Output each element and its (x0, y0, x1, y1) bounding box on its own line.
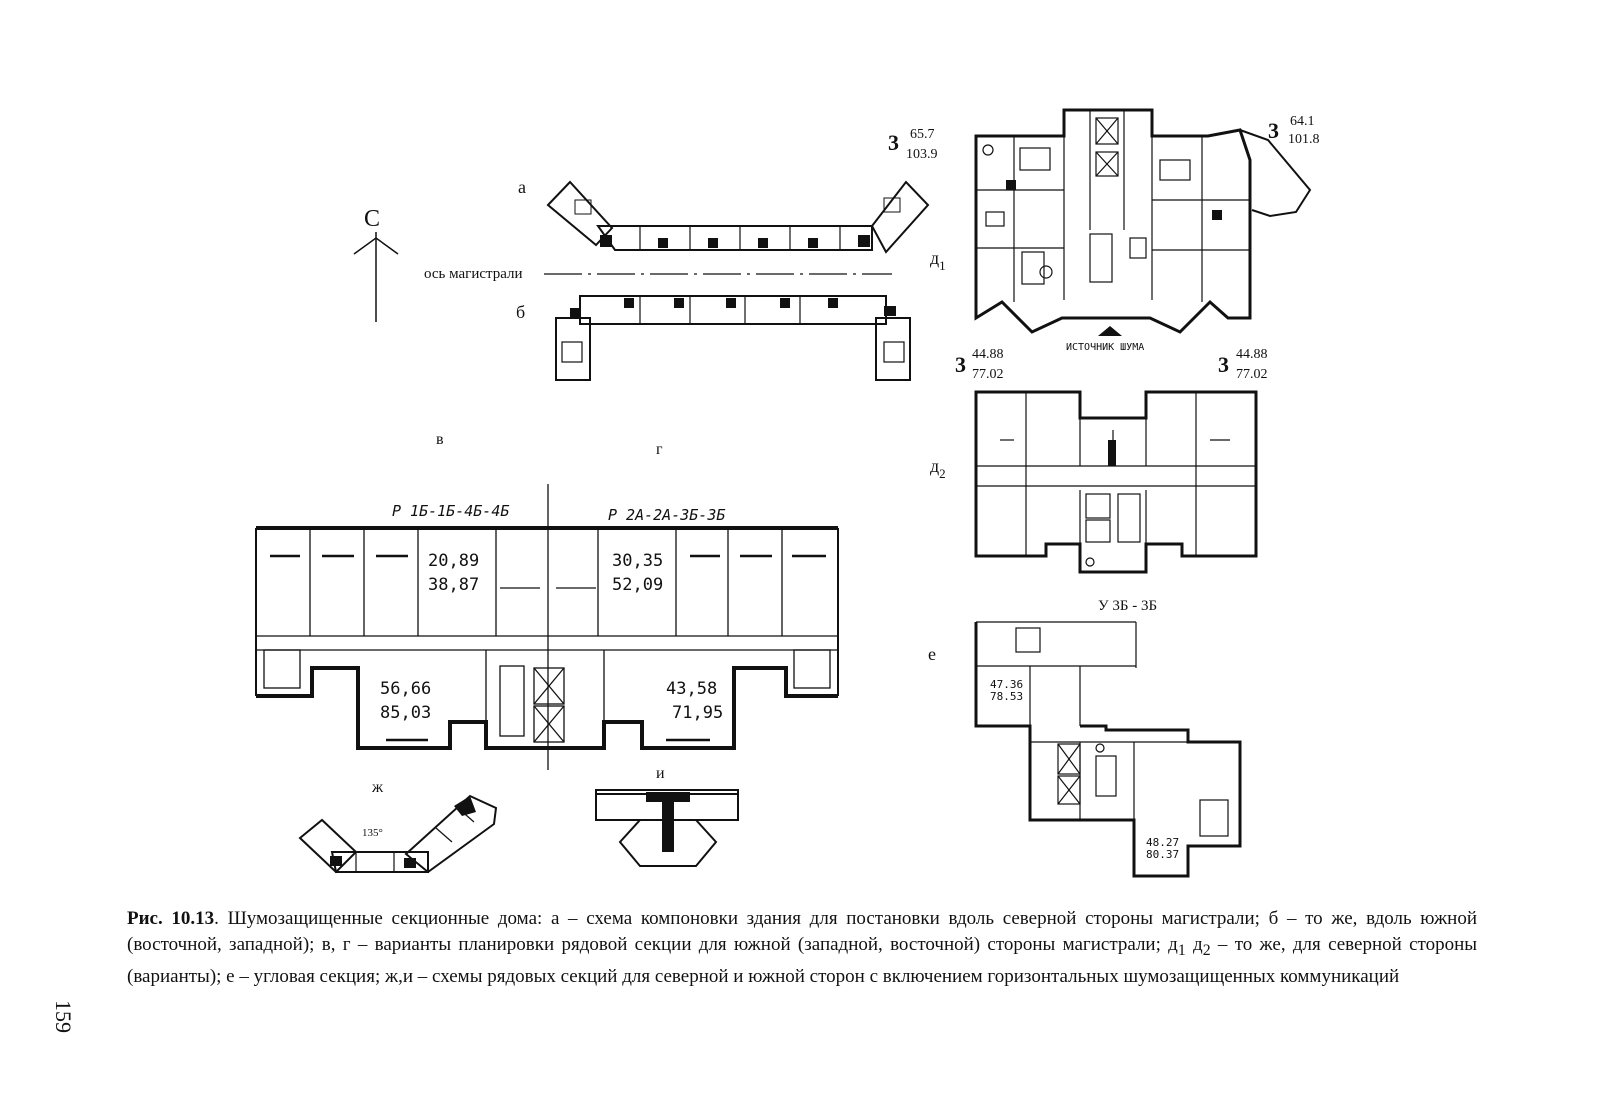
panel-d1-plan (974, 108, 1312, 334)
caption-text2: – то же, для северной стороны (варианты)… (127, 934, 1477, 987)
d2-left-total: 77.02 (972, 367, 1004, 382)
caption-sub1: 1 (1177, 941, 1186, 959)
d2-left-rooms: 3 (955, 352, 966, 377)
d1-left-rooms: 3 (888, 130, 899, 155)
panel-e-plan (974, 621, 1242, 878)
caption-label: Рис. 10.13 (127, 908, 215, 929)
panel-v-section-code: Р 1Б-1Б-4Б-4Б (392, 502, 509, 520)
panel-vg-plan (255, 484, 839, 770)
vg-apt4-total: 71,95 (672, 703, 723, 723)
e-apt2-total: 80.37 (1146, 848, 1179, 861)
d2-right-living: 44.88 (1236, 347, 1268, 362)
d2-left-living: 44.88 (972, 347, 1004, 362)
axis-label: ось магистрали (424, 266, 523, 282)
zh-angle: 135° (362, 827, 383, 839)
panel-v-letter: в (436, 431, 444, 448)
panel-a-letter: а (518, 177, 526, 197)
panel-i-plan (595, 789, 739, 867)
d2-letter-main: д (930, 456, 939, 476)
panel-a-plan (546, 180, 930, 254)
e-apt1-living: 47.36 (990, 678, 1023, 691)
caption-mid: д (1185, 934, 1203, 955)
panel-e-letter: е (928, 644, 936, 664)
d1-left-living: 65.7 (910, 127, 935, 142)
d1-right-total: 101.8 (1288, 132, 1320, 147)
panel-i-letter: и (656, 765, 665, 782)
d2-letter-sub: 2 (939, 466, 946, 481)
panel-g-section-code: Р 2А-2А-3Б-3Б (608, 506, 725, 524)
d1-letter: д1 (930, 248, 946, 273)
d2-right-rooms: 3 (1218, 352, 1229, 377)
vg-apt1-total: 38,87 (428, 575, 479, 595)
vg-apt1-living: 20,89 (428, 551, 479, 571)
noise-source-label: ИСТОЧНИК ШУМА (1066, 342, 1144, 353)
d2-section-code: У 3Б - 3Б (1098, 598, 1157, 614)
north-label: С (364, 206, 380, 232)
d1-letter-main: д (930, 248, 939, 268)
d1-letter-sub: 1 (939, 258, 946, 273)
panel-b-letter: б (516, 302, 525, 322)
figure-drawing: С а ось магистрали б (255, 108, 1320, 878)
caption-sub2: 2 (1202, 941, 1211, 959)
d1-left-total: 103.9 (906, 147, 938, 162)
panel-g-letter: г (656, 441, 663, 458)
panel-zh-plan (298, 794, 498, 874)
vg-apt2-total: 52,09 (612, 575, 663, 595)
panel-zh-letter: ж (371, 779, 384, 796)
panel-b-plan (555, 295, 911, 381)
north-arrow (353, 232, 399, 322)
e-apt2-living: 48.27 (1146, 836, 1179, 849)
e-apt1-total: 78.53 (990, 690, 1023, 703)
vg-apt3-living: 56,66 (380, 679, 431, 699)
caption-text: . Шумозащищенные секционные дома: а – сх… (127, 908, 1477, 955)
d2-letter: д2 (930, 456, 946, 481)
panel-d2-plan (974, 390, 1258, 574)
vg-apt2-living: 30,35 (612, 551, 663, 571)
noise-source-arrow (1098, 326, 1122, 336)
d1-right-rooms: 3 (1268, 118, 1279, 143)
vg-apt4-living: 43,58 (666, 679, 717, 699)
d1-right-living: 64.1 (1290, 114, 1315, 129)
figure-caption: Рис. 10.13. Шумозащищенные секционные до… (127, 906, 1477, 990)
page-number: 159 (51, 1000, 76, 1033)
d2-right-total: 77.02 (1236, 367, 1268, 382)
vg-area-labels: 20,89 38,87 30,35 52,09 56,66 85,03 43,5… (380, 551, 723, 723)
vg-apt3-total: 85,03 (380, 703, 431, 723)
